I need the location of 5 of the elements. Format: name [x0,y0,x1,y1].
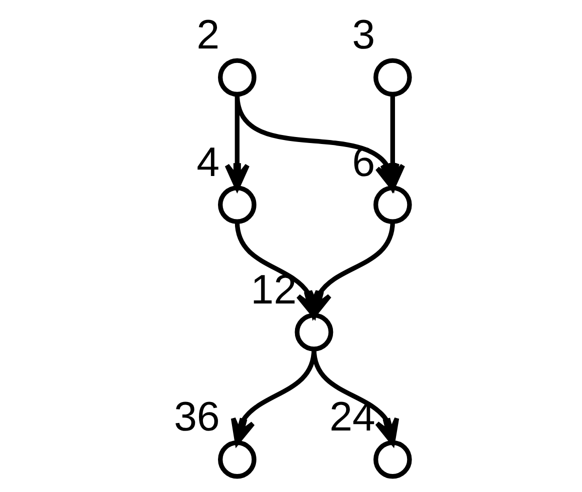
node-label: 24 [328,394,375,440]
node-label: 4 [196,138,220,185]
node-label: 36 [173,394,220,440]
node-label: 3 [352,12,375,58]
node-label: 2 [196,12,220,58]
